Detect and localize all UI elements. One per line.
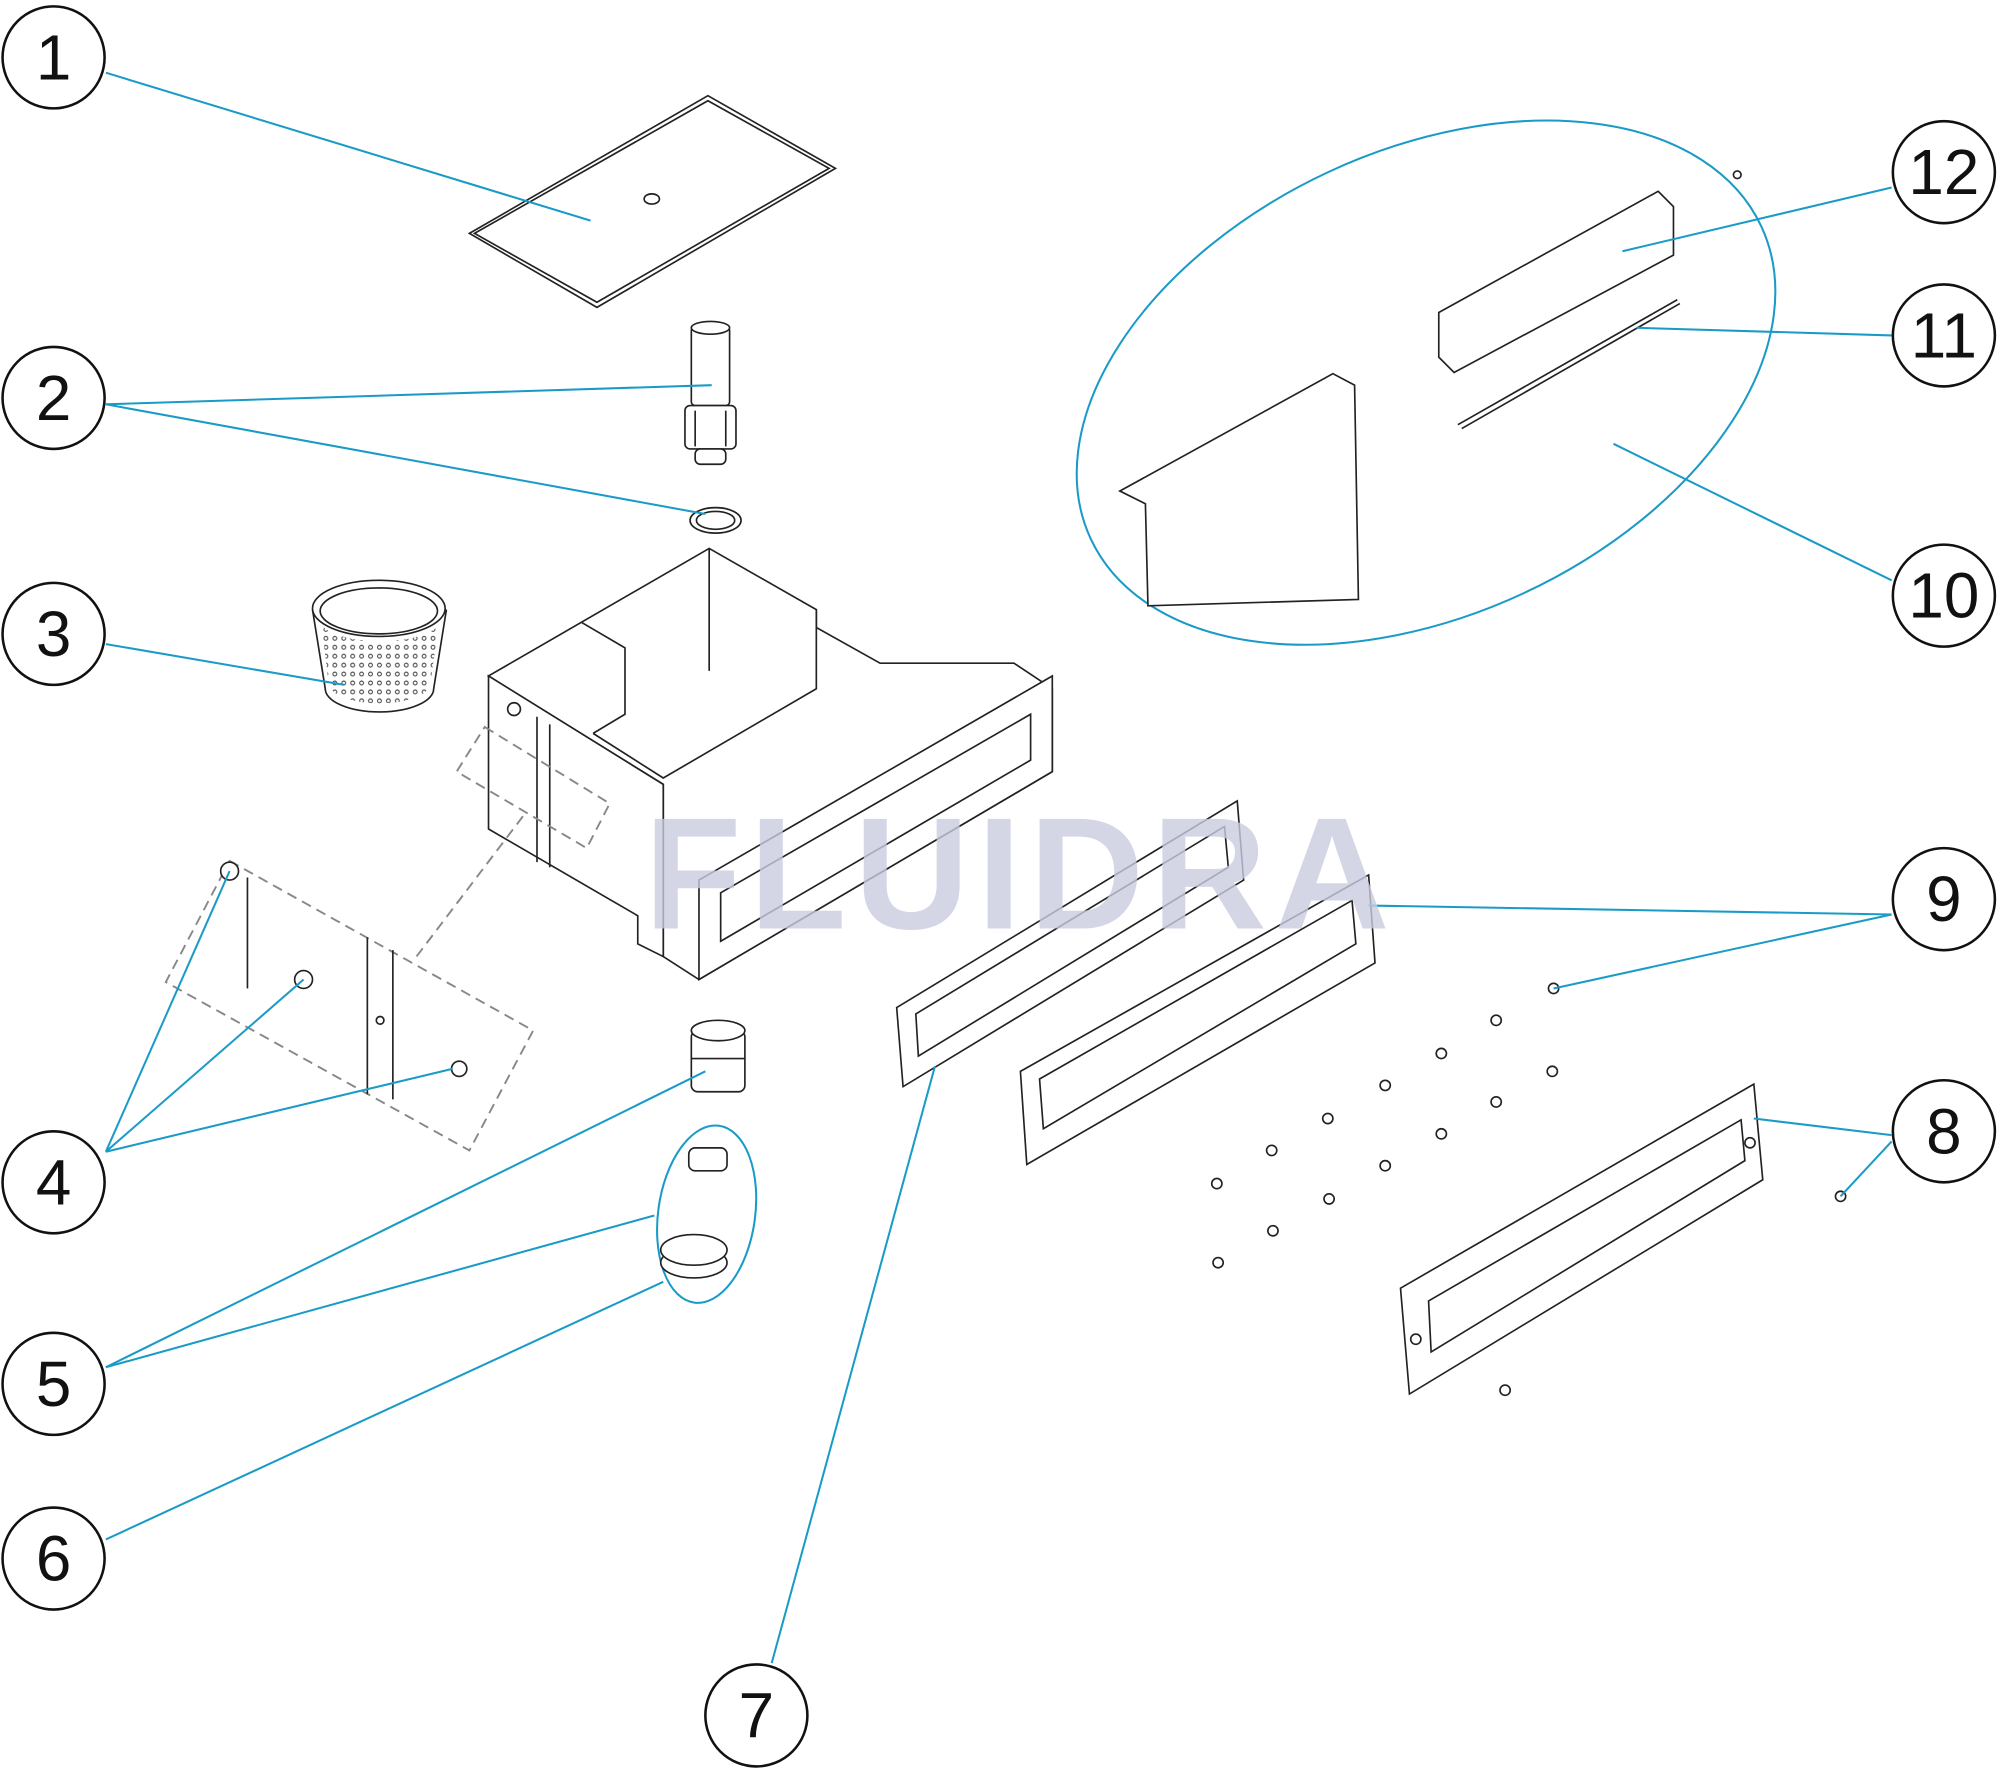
callout-12: 12 [1891, 119, 1997, 225]
screws-part [1210, 982, 1847, 1397]
callout-11: 11 [1891, 283, 1997, 388]
callout-1: 1 [1, 5, 106, 110]
callout-7: 7 [704, 1663, 809, 1768]
flap-kit-part [1075, 119, 1777, 646]
leader-lines [104, 71, 1893, 1664]
callout-3: 3 [1, 581, 106, 687]
float-tube-part [684, 320, 742, 534]
side-fittings-part [164, 725, 611, 1152]
callout-1-label: 1 [36, 21, 71, 93]
outlet-fitting-part [656, 1019, 758, 1304]
lid-part [467, 94, 838, 309]
callout-5: 5 [1, 1331, 106, 1437]
callout-5-label: 5 [36, 1348, 71, 1420]
gaskets-part [895, 799, 1376, 1166]
callout-9-label: 9 [1926, 863, 1961, 935]
callout-11-label: 11 [1911, 299, 1977, 371]
callout-2: 2 [1, 345, 106, 451]
basket-part [311, 579, 448, 713]
callout-7-label: 7 [739, 1679, 774, 1751]
callout-6-label: 6 [36, 1523, 71, 1595]
callout-8: 8 [1891, 1079, 1997, 1184]
callout-3-label: 3 [36, 598, 71, 670]
callout-8-label: 8 [1926, 1095, 1961, 1167]
front-frame-part [1399, 1082, 1764, 1396]
callout-4: 4 [1, 1130, 106, 1235]
callout-2-label: 2 [36, 362, 71, 434]
callout-10-label: 10 [1908, 560, 1979, 632]
callout-9: 9 [1891, 846, 1997, 952]
callout-12-label: 12 [1908, 136, 1979, 208]
callout-10: 10 [1891, 543, 1997, 648]
callout-4-label: 4 [36, 1146, 71, 1218]
skimmer-body-part [486, 547, 1054, 981]
callout-6: 6 [1, 1506, 106, 1611]
